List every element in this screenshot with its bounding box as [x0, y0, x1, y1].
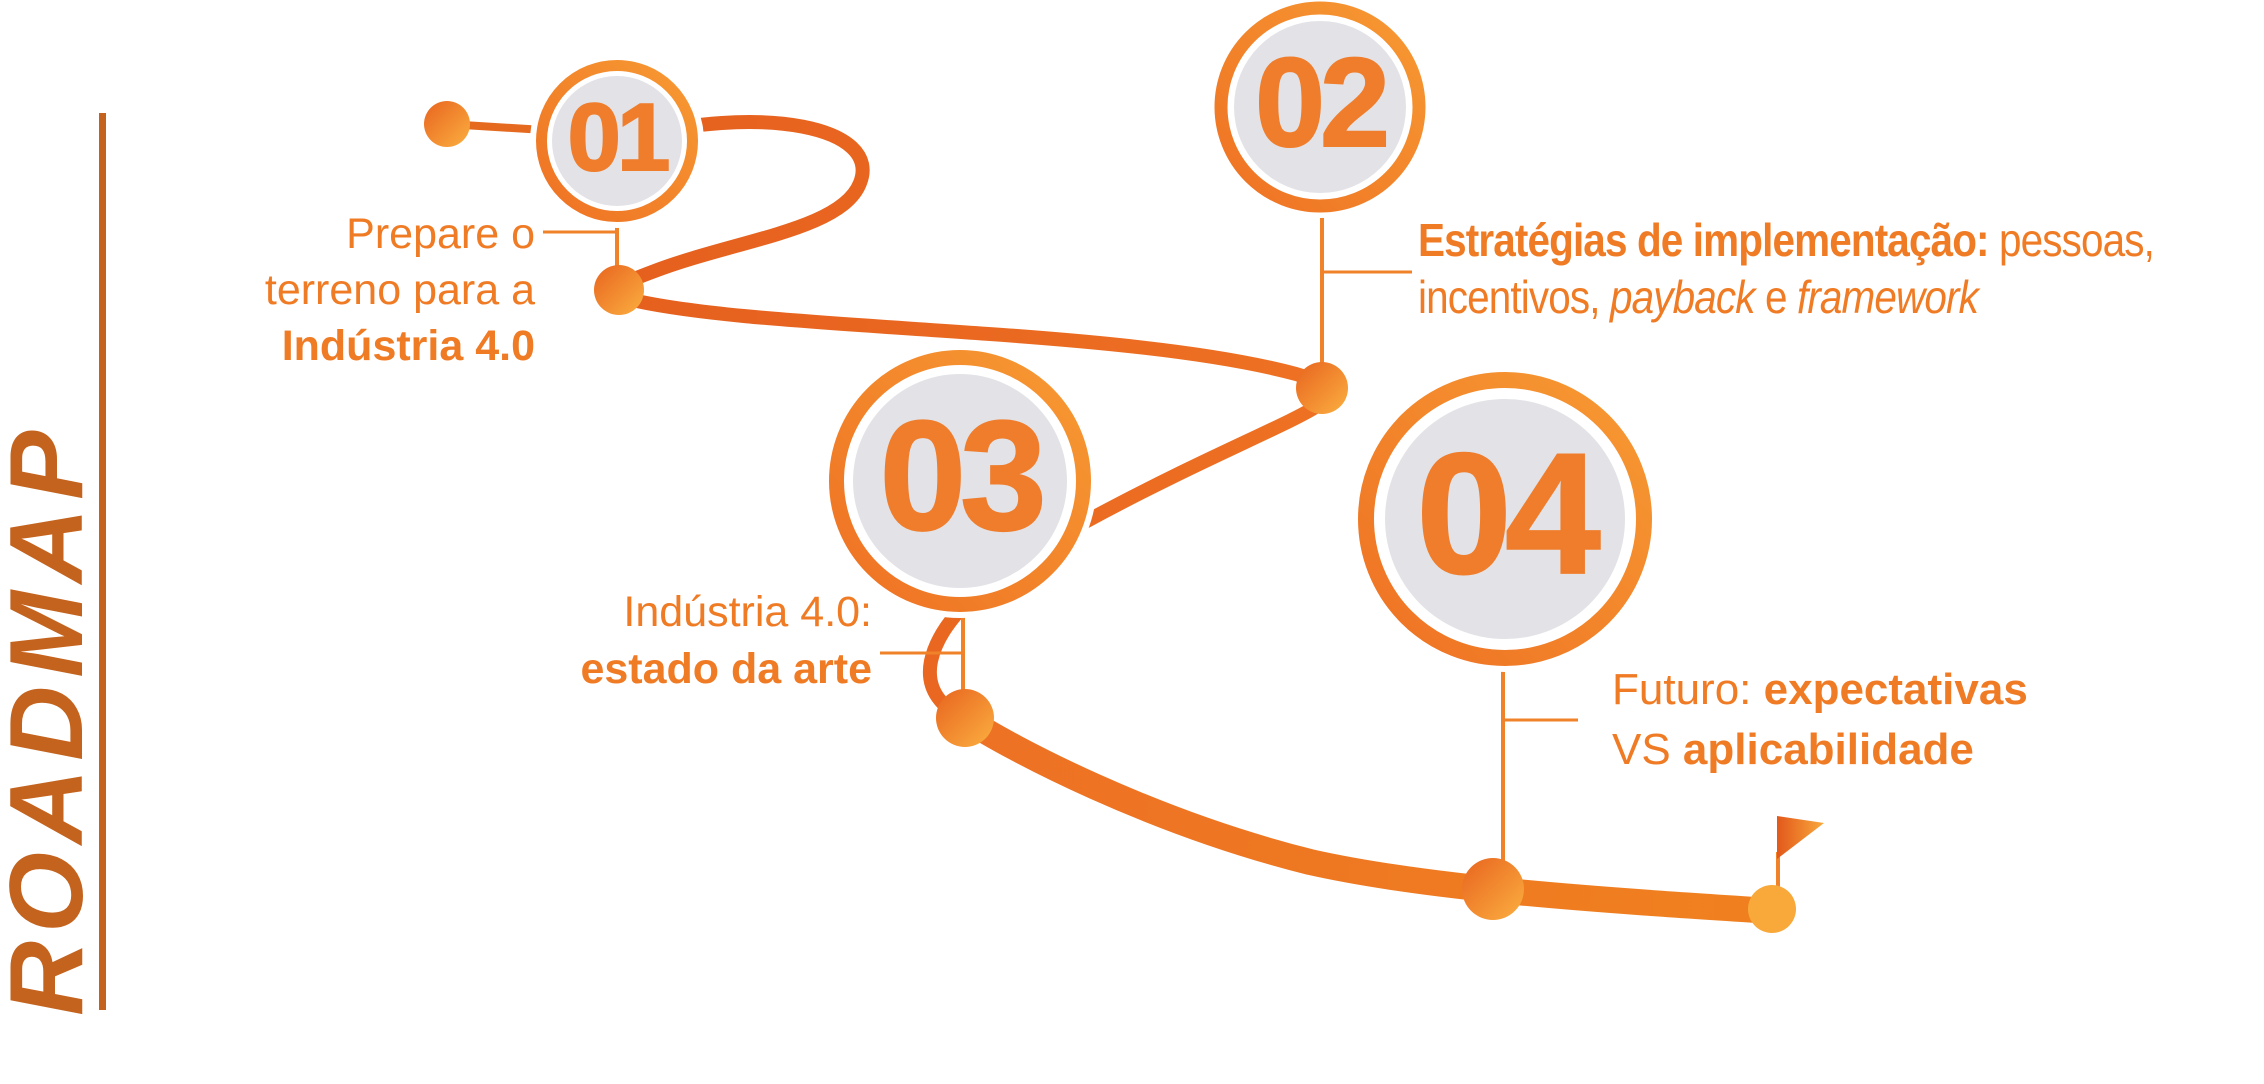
- step4-label-line2-bold: aplicabilidade: [1682, 725, 1974, 774]
- step2-label-framework: framework: [1796, 271, 1979, 323]
- node-step4: [1462, 858, 1524, 920]
- circle-step3-fill: [853, 374, 1067, 588]
- step2-label-bold: Estratégias de implementação:: [1418, 214, 1990, 266]
- step2-label-line2-start: incentivos,: [1418, 271, 1610, 323]
- step1-label: Prepare o terreno para a Indústria 4.0: [150, 206, 535, 374]
- circle-step1-fill: [552, 76, 682, 206]
- step3-label-line2: estado da arte: [580, 645, 872, 693]
- step2-label-rest: pessoas,: [1988, 214, 2155, 266]
- milestone-circles: [530, 0, 1658, 672]
- node-step1: [594, 265, 644, 315]
- step2-label-payback: payback: [1609, 271, 1756, 323]
- circle-step2-fill: [1234, 21, 1406, 193]
- step2-label-line1: Estratégias de implementação: pessoas,: [1418, 212, 2155, 269]
- step4-label-line1-start: Futuro:: [1612, 665, 1764, 714]
- step2-label-line2: incentivos, payback e framework: [1418, 269, 2154, 326]
- step2-label-line2-mid: e: [1754, 271, 1797, 323]
- step2-label: Estratégias de implementação: pessoas, i…: [1418, 212, 2155, 326]
- start-dot: [424, 101, 470, 147]
- node-step3: [936, 689, 994, 747]
- step4-label: Futuro: expectativas VS aplicabilidade: [1612, 660, 2028, 780]
- node-step2: [1296, 362, 1348, 414]
- step3-label-line1: Indústria 4.0:: [623, 588, 872, 636]
- end-dot: [1748, 885, 1796, 933]
- step3-number: 03: [878, 389, 1047, 564]
- step4-label-line2-start: VS: [1612, 725, 1683, 774]
- step4-number: 04: [1415, 417, 1601, 610]
- road-path-lower: [953, 706, 1785, 924]
- step1-label-line1: Prepare o: [346, 210, 535, 258]
- step1-number: 01: [566, 84, 671, 192]
- timeline-axis-line: [99, 113, 106, 1010]
- finish-flag-icon: [1777, 816, 1824, 859]
- roadmap-title: ROADMAP: [0, 422, 105, 1016]
- step1-label-line2: terreno para a: [264, 266, 535, 314]
- step3-label: Indústria 4.0: estado da arte: [500, 584, 872, 698]
- connector-lines: [543, 212, 1780, 902]
- step1-label-line3: Indústria 4.0: [281, 322, 535, 370]
- step4-label-line1: Futuro: expectativas: [1612, 660, 2028, 720]
- step2-number: 02: [1254, 32, 1391, 174]
- circle-step4-fill: [1385, 399, 1625, 639]
- step4-label-line1-bold: expectativas: [1763, 665, 2028, 714]
- step4-label-line2: VS aplicabilidade: [1612, 720, 2028, 780]
- road-nodes: [424, 101, 1796, 933]
